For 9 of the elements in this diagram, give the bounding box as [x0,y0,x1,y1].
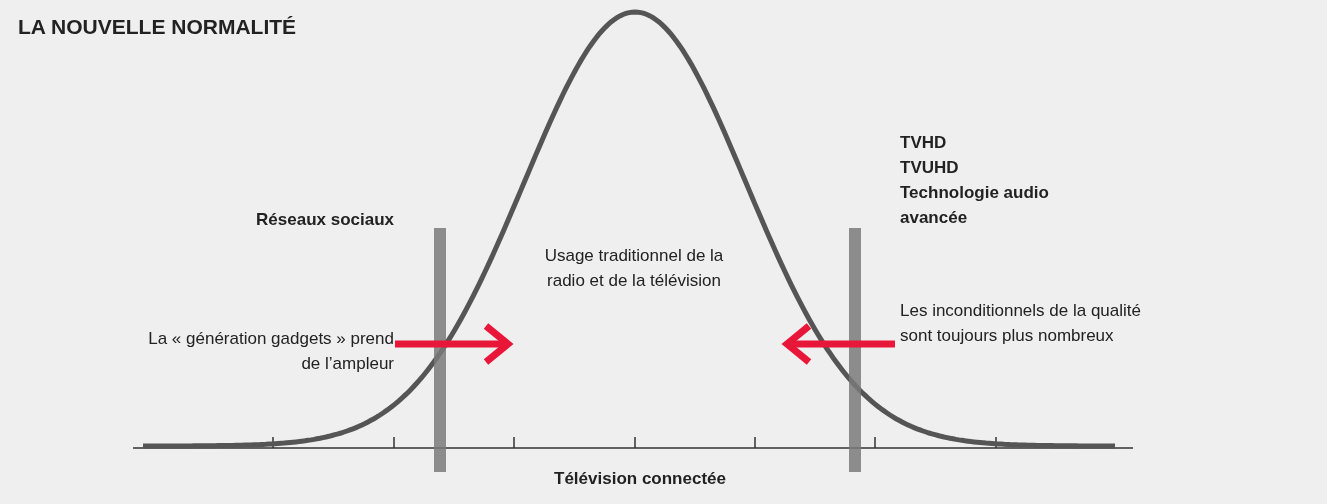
annotation-text: Les inconditionnels de la qualité sont toujours plus nombreux [900,300,1142,347]
category-label: TVHD [900,132,947,154]
annotation-text: La « génération gadgets » prend de l’ampleur [147,328,394,375]
category-label: Réseaux sociaux [256,209,394,231]
annotation-text: Usage traditionnel de la radio et de la télévision [543,245,725,292]
category-label: TVUHD [900,157,959,179]
title: LA NOUVELLE NORMALITÉ [18,14,297,39]
category-label: Technologie audio avancée [900,182,1050,229]
axis-label: Télévision connectée [553,468,727,490]
